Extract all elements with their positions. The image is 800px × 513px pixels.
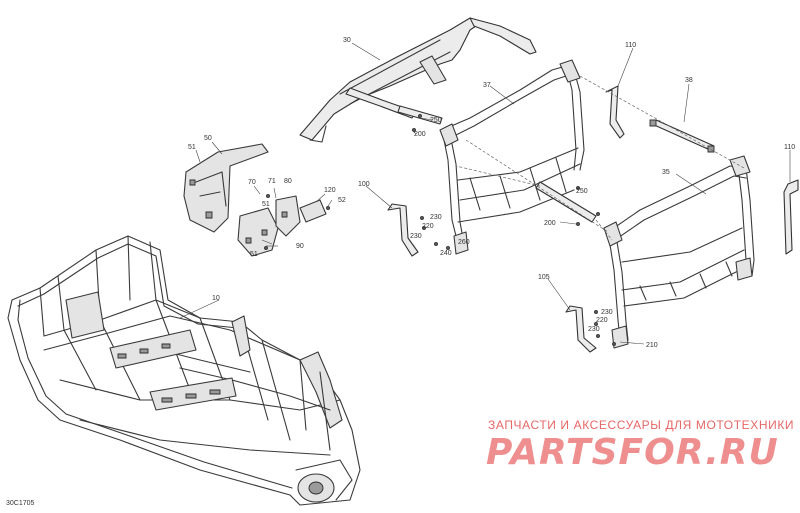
callout-30: 30 <box>343 37 351 44</box>
callout-80: 80 <box>284 178 292 185</box>
rear-bar <box>649 119 715 153</box>
roll-cage-rear <box>603 155 755 349</box>
callout-230-b: 230 <box>410 233 422 240</box>
callout-50: 50 <box>204 135 212 142</box>
callout-38: 38 <box>685 77 693 84</box>
callout-35: 35 <box>662 169 670 176</box>
callout-105: 105 <box>538 274 550 281</box>
callout-260: 260 <box>458 239 470 246</box>
support-strut <box>397 105 597 223</box>
callout-210: 210 <box>646 342 658 349</box>
callout-100: 100 <box>358 181 370 188</box>
callout-110-right: 110 <box>784 144 795 151</box>
callout-110: 110 <box>625 42 636 49</box>
fasteners <box>263 113 617 347</box>
assembly-lines <box>455 75 745 241</box>
callout-250-right: 250 <box>576 188 588 195</box>
grab-handles <box>387 85 799 353</box>
callout-220-a: 220 <box>422 223 434 230</box>
drawing-id: 30C1705 <box>6 500 35 507</box>
callout-200-right: 200 <box>544 220 556 227</box>
callout-51-bot: 51 <box>250 251 258 258</box>
callout-250-top: 250 <box>430 117 442 124</box>
callout-230-c: 230 <box>601 309 613 316</box>
callout-220-b: 220 <box>596 317 608 324</box>
callout-71: 71 <box>268 178 276 185</box>
callout-200-top: 200 <box>414 131 426 138</box>
callout-51-mid: 51 <box>262 201 270 208</box>
leader-lines <box>179 42 791 345</box>
watermark-tagline: ЗАПЧАСТИ И АКСЕССУАРЫ ДЛЯ МОТОТЕХНИКИ <box>488 418 795 432</box>
callout-120: 120 <box>324 187 336 194</box>
callout-51-top: 51 <box>188 144 196 151</box>
callout-90: 90 <box>296 243 304 250</box>
callout-70: 70 <box>248 179 256 186</box>
callout-52: 52 <box>338 197 346 204</box>
callout-240: 240 <box>440 250 452 257</box>
callout-37: 37 <box>483 82 491 89</box>
callout-230-d: 230 <box>588 326 600 333</box>
callout-10: 10 <box>212 295 220 302</box>
callout-230-a: 230 <box>430 214 442 221</box>
main-frame <box>7 235 361 506</box>
roll-cage-top <box>299 17 537 143</box>
roll-cage-middle <box>439 59 585 255</box>
watermark-logo: PARTSFOR.RU <box>486 432 779 473</box>
brackets <box>183 143 327 257</box>
callout-labels: 30 37 110 38 35 50 51 70 71 80 120 52 51… <box>188 37 795 349</box>
